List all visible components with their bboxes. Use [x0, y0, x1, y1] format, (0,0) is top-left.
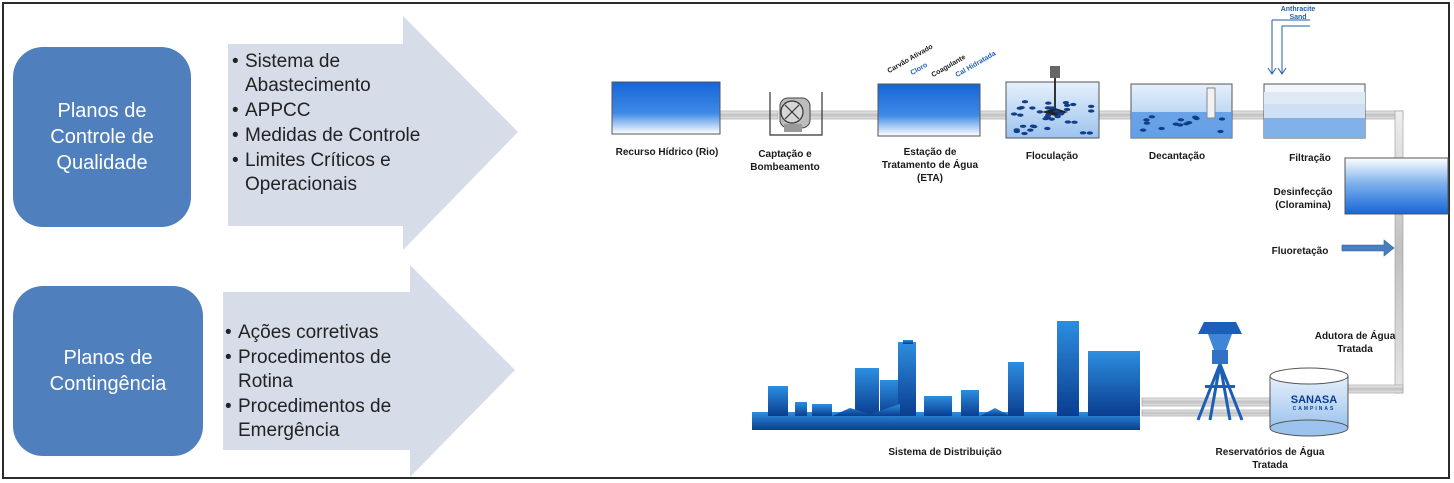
label-desinfeccao: Desinfecção (Cloramina): [1273, 187, 1333, 211]
bullet-item: Medidas de Controle: [232, 124, 432, 148]
label-floculacao: Floculação: [1025, 151, 1079, 162]
logo-name: SANASA: [1290, 394, 1338, 406]
label-filtracao: Filtração: [1289, 153, 1331, 164]
label-adutora: Adutora de Água Tratada: [1314, 331, 1396, 355]
bullet-item: APPCC: [232, 99, 432, 123]
floc-particle: [1063, 103, 1071, 107]
eta-tank: [877, 83, 981, 137]
floc-particle: [1010, 112, 1018, 116]
decantation-tank: [1130, 83, 1233, 139]
city-skyline: [752, 321, 1140, 430]
contingency-items: Ações corretivas Procedimentos de Rotina…: [225, 321, 425, 444]
floc-particle: [1071, 120, 1078, 124]
floc-particle: [1086, 131, 1094, 135]
floc-particle: [1017, 113, 1024, 117]
floc-particle: [1021, 100, 1029, 104]
label-decantacao: Decantação: [1148, 151, 1206, 162]
label-captacao: Captação e Bombeamento: [750, 149, 820, 173]
filter-sand: Sand: [1289, 14, 1307, 21]
filtration-tank: [1263, 19, 1366, 139]
plan-quality-box: Planos de Controle de Qualidade: [13, 47, 191, 227]
floc-particle: [1044, 126, 1051, 131]
logo-sub: CAMPINAS: [1292, 406, 1336, 412]
floc-particle: [1029, 106, 1036, 110]
floc-particle: [1054, 115, 1061, 119]
floc-particle: [1143, 121, 1151, 125]
label-reservatorios: Reservatórios de Água Tratada: [1215, 447, 1325, 471]
label-fluoretacao: Fluoretação: [1271, 246, 1329, 257]
floc-particle: [1079, 131, 1087, 135]
floc-particle: [1070, 102, 1077, 107]
floc-particle: [1045, 113, 1052, 117]
floc-particle: [1218, 117, 1226, 121]
flocculation-tank: [1005, 66, 1100, 139]
fluoridation-arrow: [1341, 239, 1395, 257]
floc-particle: [1018, 106, 1025, 110]
water-tower-icon: [1196, 322, 1244, 421]
floc-particle: [1046, 106, 1054, 110]
bullet-item: Procedimentos de Rotina: [225, 346, 425, 394]
floc-particle: [1045, 101, 1052, 105]
floc-particle: [1183, 122, 1190, 126]
floc-particle: [1053, 109, 1060, 113]
floc-particle: [1019, 124, 1027, 128]
floc-particle: [1088, 104, 1095, 108]
disinfection-tank: [1344, 157, 1449, 215]
floc-particle: [1048, 117, 1055, 121]
floc-particle: [1013, 129, 1020, 134]
floc-particle: [1193, 116, 1200, 121]
bullet-item: Limites Críticos e Operacionais: [232, 149, 432, 197]
bullet-item: Procedimentos de Emergência: [225, 395, 425, 443]
river-tank: [611, 81, 721, 135]
sanasa-logo: SANASA CAMPINAS: [1281, 394, 1347, 412]
plan-contingency-box: Planos de Contingência: [13, 286, 203, 456]
label-eta: Estação de Tratamento de Água (ETA): [881, 147, 979, 184]
floc-particle: [1036, 110, 1044, 114]
floc-particle: [1029, 124, 1037, 128]
floc-particle: [1027, 128, 1034, 132]
bullet-item: Sistema de Abastecimento: [232, 50, 432, 98]
floc-particle: [1062, 101, 1070, 105]
filter-anthracite: Anthracite: [1280, 6, 1316, 13]
floc-particle: [1064, 120, 1072, 124]
floc-particle: [1148, 115, 1156, 119]
floc-particle: [1139, 128, 1147, 132]
floc-particle: [1217, 129, 1224, 134]
pump-icon: [769, 92, 823, 136]
bullet-item: Ações corretivas: [225, 321, 425, 345]
floc-particle: [1021, 131, 1028, 136]
floc-particle: [1172, 122, 1180, 126]
floc-particle: [1158, 126, 1165, 131]
floc-particle: [1088, 109, 1095, 113]
label-recurso: Recurso Hídrico (Rio): [615, 147, 719, 158]
floc-particle: [1177, 118, 1185, 122]
label-distribuicao: Sistema de Distribuição: [888, 447, 1002, 458]
reservoir-tank: [1269, 367, 1349, 437]
floc-particle: [1058, 112, 1065, 116]
floc-particle: [1143, 118, 1150, 122]
floc-particle: [1063, 107, 1071, 112]
quality-items: Sistema de Abastecimento APPCC Medidas d…: [232, 50, 432, 198]
